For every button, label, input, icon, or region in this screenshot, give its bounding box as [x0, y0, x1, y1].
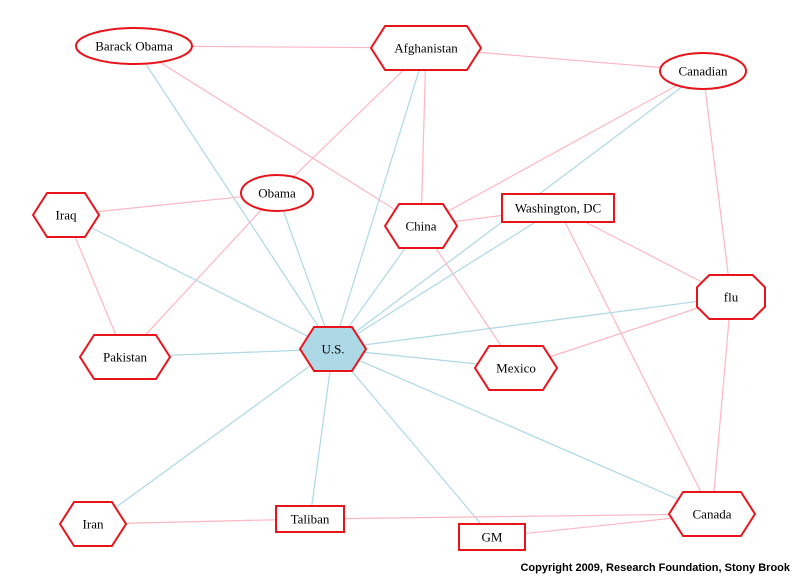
edge-washington_dc-us [332, 207, 559, 350]
node-us[interactable]: U.S. [298, 326, 368, 372]
node-mexico[interactable]: Mexico [473, 345, 559, 391]
node-shape-ellipse [240, 174, 314, 212]
edge-afghanistan-obama [276, 47, 427, 194]
node-shape-box [458, 523, 526, 551]
node-label: Afghanistan [394, 41, 458, 56]
edge-us-taliban [309, 348, 334, 520]
node-flu[interactable]: flu [696, 274, 766, 320]
node-shape-ellipse [75, 27, 193, 65]
node-label: Iran [83, 517, 104, 532]
edge-flu-us [332, 296, 732, 350]
node-label: Mexico [496, 361, 536, 376]
node-shape-hexagon [473, 345, 559, 391]
node-shape-box [501, 193, 615, 223]
node-shape-hexagon [298, 326, 368, 372]
node-label: China [405, 219, 436, 234]
edge-us-gm [332, 348, 493, 538]
edge-flu-canada [711, 296, 732, 515]
node-label: Barack Obama [95, 39, 173, 54]
node-label: Taliban [291, 512, 330, 527]
edge-canadian-china [420, 70, 704, 227]
edge-barack_obama-china [133, 45, 422, 227]
node-afghanistan[interactable]: Afghanistan [369, 25, 483, 71]
node-label: flu [724, 290, 739, 305]
node-china[interactable]: China [383, 203, 459, 249]
node-iraq[interactable]: Iraq [31, 192, 101, 238]
node-label: Washington, DC [515, 201, 601, 216]
edge-taliban-canada [309, 513, 713, 520]
node-shape-ellipse [659, 52, 747, 90]
node-gm[interactable]: GM [458, 523, 526, 551]
edge-us-canada [332, 348, 713, 515]
node-shape-hexagon [31, 192, 101, 238]
node-canadian[interactable]: Canadian [659, 52, 747, 90]
edge-obama-us [276, 192, 334, 350]
edge-washington_dc-canada [557, 207, 713, 515]
node-label: Iraq [56, 208, 77, 223]
node-canada[interactable]: Canada [667, 491, 757, 537]
node-shape-hexagon [369, 25, 483, 71]
node-label: Obama [258, 186, 296, 201]
edge-iran-taliban [92, 518, 311, 525]
node-barack-obama[interactable]: Barack Obama [75, 27, 193, 65]
edge-obama-pakistan [124, 192, 278, 358]
node-shape-hexagon [667, 491, 757, 537]
node-iran[interactable]: Iran [58, 501, 128, 547]
edge-china-mexico [420, 225, 517, 369]
edge-us-iran [92, 348, 334, 525]
node-shape-hexagon [78, 334, 172, 380]
copyright-notice: Copyright 2009, Research Foundation, Sto… [520, 562, 790, 574]
edge-flu-mexico [515, 296, 732, 369]
node-pakistan[interactable]: Pakistan [78, 334, 172, 380]
edge-afghanistan-us [332, 47, 427, 350]
node-label: U.S. [321, 342, 344, 357]
edge-iraq-us [65, 214, 334, 350]
edge-afghanistan-china [420, 47, 427, 227]
edge-iraq-pakistan [65, 214, 126, 358]
node-label: Canadian [678, 64, 728, 79]
node-label: Pakistan [103, 350, 148, 365]
node-shape-hexagon [58, 501, 128, 547]
node-label: GM [482, 530, 503, 545]
node-washington-dc[interactable]: Washington, DC [501, 193, 615, 223]
node-taliban[interactable]: Taliban [275, 505, 345, 533]
node-shape-octagon [696, 274, 766, 320]
node-label: Canada [693, 507, 732, 522]
node-shape-hexagon [383, 203, 459, 249]
edges-layer [65, 45, 732, 538]
edge-canadian-flu [702, 70, 732, 298]
nodes-layer: Barack Obama AfghanistanCanadianObamaIraq… [31, 25, 766, 551]
node-shape-box [275, 505, 345, 533]
node-obama[interactable]: Obama [240, 174, 314, 212]
